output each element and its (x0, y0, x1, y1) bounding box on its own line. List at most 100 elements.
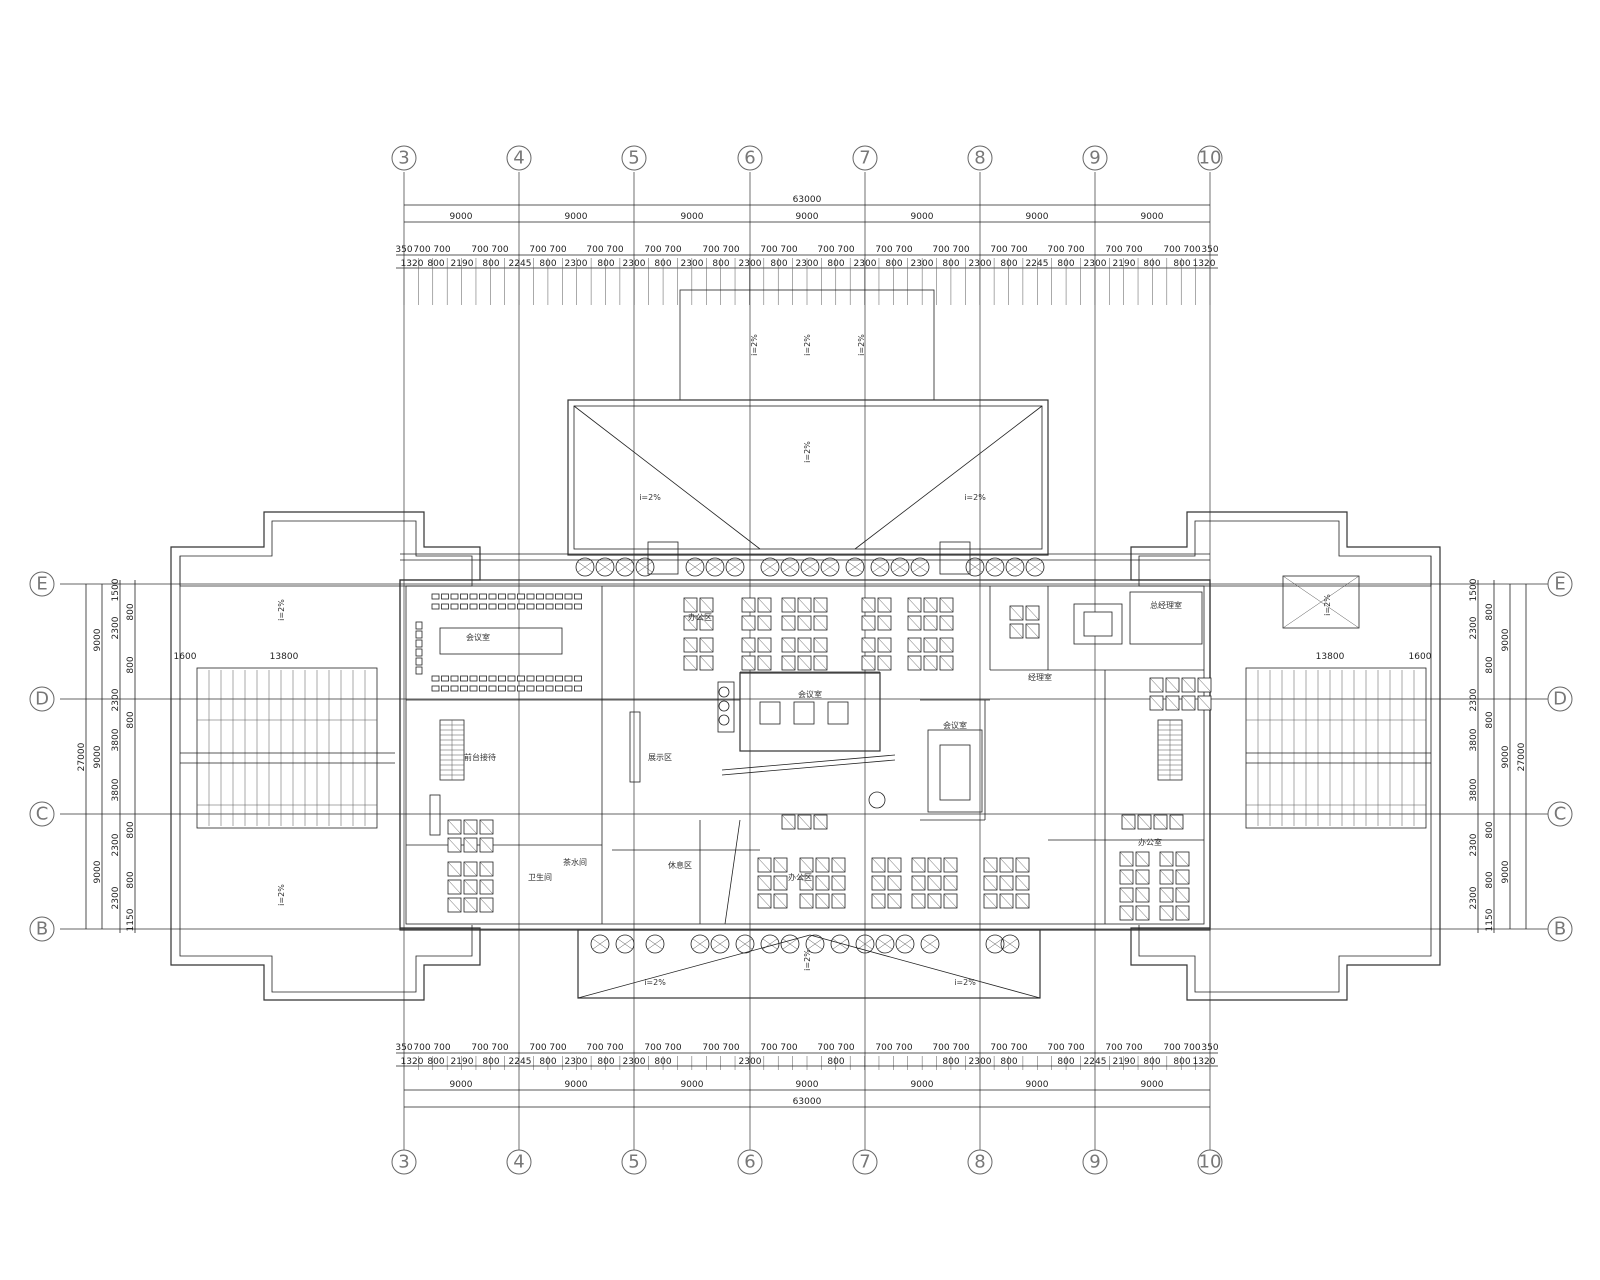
seat (415, 657, 423, 666)
svg-text:i=2%: i=2% (803, 334, 812, 356)
top-terrace: i=2% i=2% i=2% (679, 289, 935, 401)
svg-text:3: 3 (398, 148, 409, 169)
seat (441, 593, 449, 600)
svg-text:800: 800 (1143, 259, 1160, 269)
workstation-mark (927, 875, 942, 891)
svg-text:会议室: 会议室 (798, 689, 822, 699)
workstation-mark (683, 655, 698, 671)
svg-text:2300: 2300 (1469, 886, 1479, 909)
workstation-mark (1009, 605, 1024, 621)
workstation-mark (797, 637, 812, 653)
svg-text:办公区: 办公区 (688, 612, 712, 622)
svg-text:2300: 2300 (1469, 688, 1479, 711)
svg-text:9000: 9000 (681, 212, 704, 222)
workstation-mark (1175, 905, 1190, 921)
tree-branch (832, 938, 848, 950)
svg-text:800: 800 (1485, 603, 1495, 620)
svg-text:800: 800 (1485, 656, 1495, 673)
workstation-mark (861, 615, 876, 631)
svg-text:6: 6 (744, 1152, 755, 1173)
svg-text:700 700: 700 700 (875, 245, 912, 255)
svg-text:700 700: 700 700 (702, 1043, 739, 1053)
svg-text:1320: 1320 (1193, 259, 1216, 269)
seat (460, 593, 468, 600)
svg-text:700 700: 700 700 (990, 1043, 1027, 1053)
tree-icon (595, 557, 615, 577)
svg-text:2300: 2300 (739, 259, 762, 269)
seat (431, 603, 440, 610)
svg-text:3800: 3800 (1469, 728, 1479, 751)
workstation-mark (1121, 814, 1136, 830)
tree-branch (822, 561, 838, 573)
grid-bubbles-bottom: 3 4 5 6 7 8 9 10 (391, 1149, 1223, 1175)
svg-text:700 700: 700 700 (413, 1043, 450, 1053)
seat (507, 685, 516, 692)
seat (555, 685, 563, 692)
svg-text:700 700: 700 700 (413, 245, 450, 255)
workstation-mark (939, 637, 954, 653)
workstation-mark (757, 655, 772, 671)
svg-text:2245: 2245 (1026, 259, 1049, 269)
svg-text:2245: 2245 (1084, 1057, 1107, 1067)
tree-icon (690, 934, 710, 954)
tree-icon (780, 557, 800, 577)
tree-branch (892, 561, 908, 573)
workstation-mark (683, 615, 698, 631)
workstation-mark (1025, 623, 1040, 639)
svg-text:2245: 2245 (509, 259, 532, 269)
seat (555, 593, 563, 600)
tree-branch (1002, 938, 1018, 950)
workstation-mark (831, 875, 846, 891)
svg-text:2300: 2300 (565, 1057, 588, 1067)
workstation-mark (479, 861, 494, 877)
svg-text:10: 10 (1199, 148, 1222, 169)
workstation-mark (799, 893, 814, 909)
planter (647, 541, 679, 575)
workstation-mark (741, 655, 756, 671)
svg-text:茶水间: 茶水间 (563, 857, 587, 867)
director-suite: 总经理室 经理室 (1028, 591, 1203, 682)
seat (564, 685, 573, 692)
seat (441, 603, 449, 610)
workstation-mark (911, 893, 926, 909)
seat (460, 603, 468, 610)
workstation-mark (797, 655, 812, 671)
svg-text:27000: 27000 (1517, 742, 1527, 771)
tree-branch (712, 938, 728, 950)
workstation-mark (1009, 623, 1024, 639)
svg-text:350: 350 (395, 1043, 412, 1053)
grid-bubble-10: 10 (1197, 145, 1223, 171)
workstation-mark (1137, 814, 1152, 830)
svg-text:会议室: 会议室 (943, 720, 967, 730)
tree-branch (857, 938, 873, 950)
workstation-mark (463, 837, 478, 853)
workstation-mark (741, 615, 756, 631)
svg-text:9000: 9000 (796, 212, 819, 222)
tree-icon (1025, 557, 1045, 577)
workstation-mark (1159, 869, 1174, 885)
seat (415, 639, 423, 648)
svg-text:800: 800 (770, 259, 787, 269)
seat (545, 685, 554, 692)
svg-text:9000: 9000 (681, 1080, 704, 1090)
workstation-mark (999, 857, 1014, 873)
grid-bubble-E: E (29, 571, 55, 597)
workstation-mark (1135, 887, 1150, 903)
workstation-mark (1159, 887, 1174, 903)
workstation-mark (757, 597, 772, 613)
workstation-mark (479, 897, 494, 913)
dim-ticks-bottom (403, 1056, 1211, 1070)
seat (545, 603, 554, 610)
svg-text:13800: 13800 (1316, 652, 1345, 662)
tree-branch (647, 938, 663, 950)
svg-text:9000: 9000 (93, 860, 103, 883)
svg-text:3800: 3800 (1469, 778, 1479, 801)
workstation-mark (907, 637, 922, 653)
seat (441, 675, 449, 682)
svg-text:1150: 1150 (126, 908, 136, 931)
grid-bubble-3-bottom: 3 (391, 1149, 417, 1175)
workstation-mark (1175, 851, 1190, 867)
seat (479, 603, 487, 610)
workstation-mark (479, 819, 494, 835)
workstation-mark (877, 615, 892, 631)
